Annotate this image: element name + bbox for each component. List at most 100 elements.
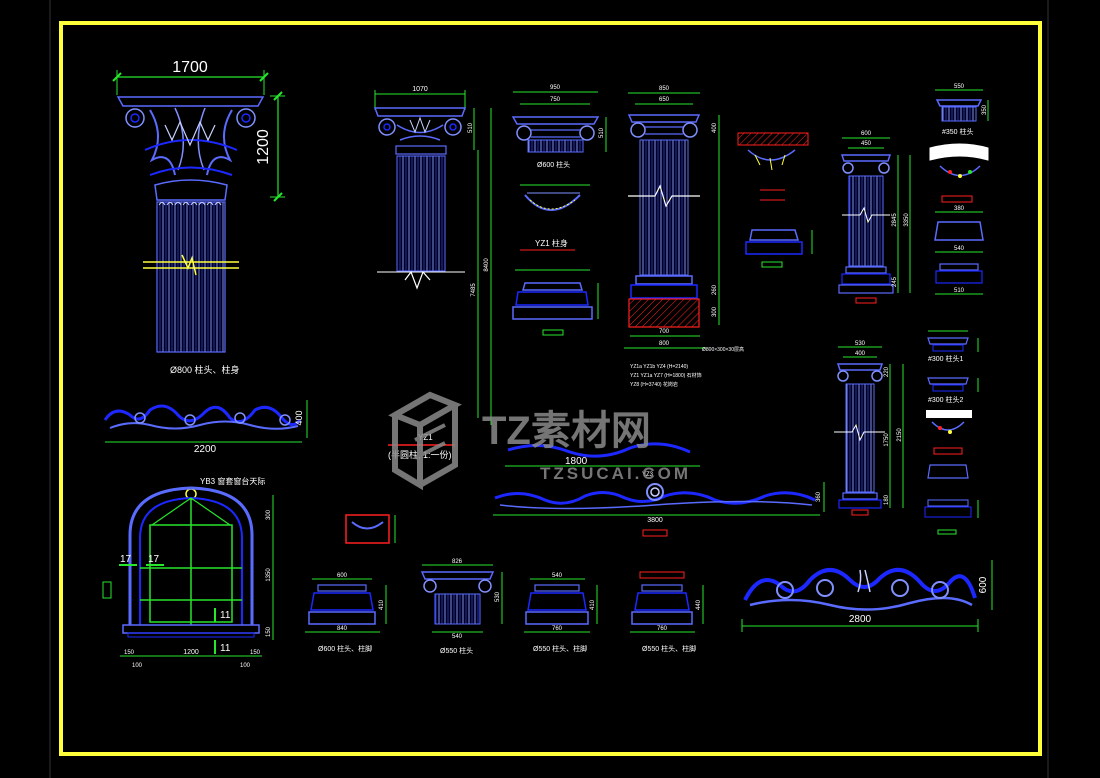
dim-3800: 3800 <box>647 517 663 524</box>
dim-7485: 7485 <box>471 283 477 297</box>
label-base-600: Ø600 柱头、柱脚 <box>318 644 372 653</box>
dim-540b: 540 <box>452 634 463 640</box>
dim-840: 840 <box>337 626 348 632</box>
dim-540: 540 <box>954 246 965 252</box>
dim-760: 760 <box>552 626 563 632</box>
dim-600: 600 <box>861 131 872 137</box>
column-850: 850 650 400 260 300 700 800 Ø800×300×30层… <box>624 86 744 388</box>
label-base-550: Ø550 柱头、柱脚 <box>533 644 587 653</box>
dim-17a: 17 <box>120 554 132 565</box>
capital-550: 826 540 530 Ø550 柱头 <box>420 559 503 655</box>
dim-2845: 2845 <box>892 213 898 227</box>
label-arch: YB3 窗套窗台天际 <box>200 476 265 486</box>
frieze-3800: 3800 360 <box>493 482 825 537</box>
dim-w1200: 1200 <box>183 649 199 656</box>
dim-150b: 150 <box>250 650 261 656</box>
dim-1070: 1070 <box>412 86 428 93</box>
label-300-2: #300 柱头2 <box>928 395 964 404</box>
dim-410: 410 <box>379 599 385 610</box>
label-350: #350 柱头 <box>942 127 974 136</box>
label-300-1: #300 柱头1 <box>928 354 964 363</box>
column-600-450: 600 450 2845 3350 245 <box>838 131 911 304</box>
dim-510b: 510 <box>599 127 605 138</box>
dim-650: 650 <box>659 97 670 103</box>
dim-100b: 100 <box>240 663 251 669</box>
dim-w300: 300 <box>266 509 272 520</box>
dim-17b: 17 <box>148 554 160 565</box>
dim-2800: 2800 <box>849 614 872 625</box>
detail-small <box>737 132 813 268</box>
dim-530b: 530 <box>495 591 501 602</box>
dim-600c: 600 <box>978 576 989 593</box>
dim-550: 550 <box>954 84 965 90</box>
label-yz3: YZ3 <box>642 472 654 478</box>
frieze-1800: 1800 YZ3 <box>505 442 700 478</box>
watermark-brand: TZ素材网 <box>482 409 651 453</box>
watermark: TZ素材网 TZSUCAI.COM <box>388 391 691 491</box>
dim-w1350: 1350 <box>266 568 272 582</box>
dim-1700: 1700 <box>172 59 208 76</box>
dim-360: 360 <box>816 491 822 502</box>
base-550: 540 760 410 Ø550 柱头、柱脚 <box>524 573 598 653</box>
dim-400c: 400 <box>855 351 866 357</box>
dim-800: 800 <box>659 341 670 347</box>
dim-2200: 2200 <box>194 444 217 455</box>
ornament-2800: 2800 600 <box>741 560 993 632</box>
detail-red-frame <box>345 514 396 544</box>
dim-11b: 11 <box>220 643 231 654</box>
label-base-550-b: Ø550 柱头、柱脚 <box>642 644 696 653</box>
drawing-frame <box>59 21 1042 756</box>
dim-826: 826 <box>452 559 463 565</box>
dim-850: 850 <box>659 86 670 92</box>
dim-540c: 540 <box>552 573 563 579</box>
label-column-600: Ø600 柱头 <box>537 160 570 169</box>
dim-1800: 1800 <box>565 456 588 467</box>
dim-1750: 1750 <box>884 433 890 447</box>
capital-300-set: #300 柱头1 #300 柱头2 <box>924 330 979 535</box>
label-note3: YZ8 (H=3740) 花岗岩 <box>630 381 678 388</box>
column-600: 950 750 510 Ø600 柱头 YZ1 柱身 <box>511 85 607 336</box>
label-note2: YZ1 YZ1a YZ7 (H=1800) 石材饰 <box>630 372 702 379</box>
capital-350-set: 550 350 #350 柱头 380 540 510 <box>929 84 989 295</box>
dim-510c: 510 <box>954 288 965 294</box>
dim-510: 510 <box>468 122 474 133</box>
dim-600b: 600 <box>337 573 348 579</box>
dim-w150c: 150 <box>266 626 272 637</box>
dim-530: 530 <box>855 341 866 347</box>
dim-300: 300 <box>712 306 718 317</box>
dim-8400: 8400 <box>484 258 490 272</box>
label-redtag: Ø800×300×30层高 <box>702 346 744 353</box>
dim-400: 400 <box>294 410 304 425</box>
dim-1200: 1200 <box>255 129 272 165</box>
base-600: 600 840 410 Ø600 柱头、柱脚 <box>305 573 387 653</box>
dim-3350: 3350 <box>904 213 910 227</box>
dim-245: 245 <box>892 276 898 287</box>
label-column-800: Ø800 柱头、柱身 <box>170 364 240 375</box>
column-530: 530 400 220 1750 180 2150 <box>834 341 904 516</box>
dim-380: 380 <box>954 206 965 212</box>
arched-window: YB3 窗套窗台天际 17 17 11 11 150 1200 150 100 … <box>102 476 274 669</box>
dim-450: 450 <box>861 141 872 147</box>
label-yz1-body: YZ1 柱身 <box>535 238 568 248</box>
dim-2150: 2150 <box>897 428 903 442</box>
label-yz1: YZ1 <box>418 433 433 442</box>
dim-950: 950 <box>550 85 561 91</box>
dim-260: 260 <box>712 284 718 295</box>
frieze-2200: 2200 400 <box>103 400 308 455</box>
base-550-b: 760 440 Ø550 柱头、柱脚 <box>630 571 704 653</box>
column-800: 1700 1200 Ø800 柱头、柱身 <box>112 59 285 375</box>
dim-180: 180 <box>884 494 890 505</box>
column-1070: 1070 510 7485 8400 <box>373 86 492 425</box>
label-note1: YZ1a YZ1b YZ4 (H=2140) <box>630 364 688 370</box>
dim-410b: 410 <box>590 599 596 610</box>
dim-760b: 760 <box>657 626 668 632</box>
dim-150a: 150 <box>124 650 135 656</box>
dim-750: 750 <box>550 97 561 103</box>
watermark-url: TZSUCAI.COM <box>540 464 691 483</box>
dim-400b: 400 <box>712 122 718 133</box>
dim-440: 440 <box>696 599 702 610</box>
dim-350: 350 <box>982 104 988 115</box>
dim-100a: 100 <box>132 663 143 669</box>
label-capital-550: Ø550 柱头 <box>440 646 473 655</box>
